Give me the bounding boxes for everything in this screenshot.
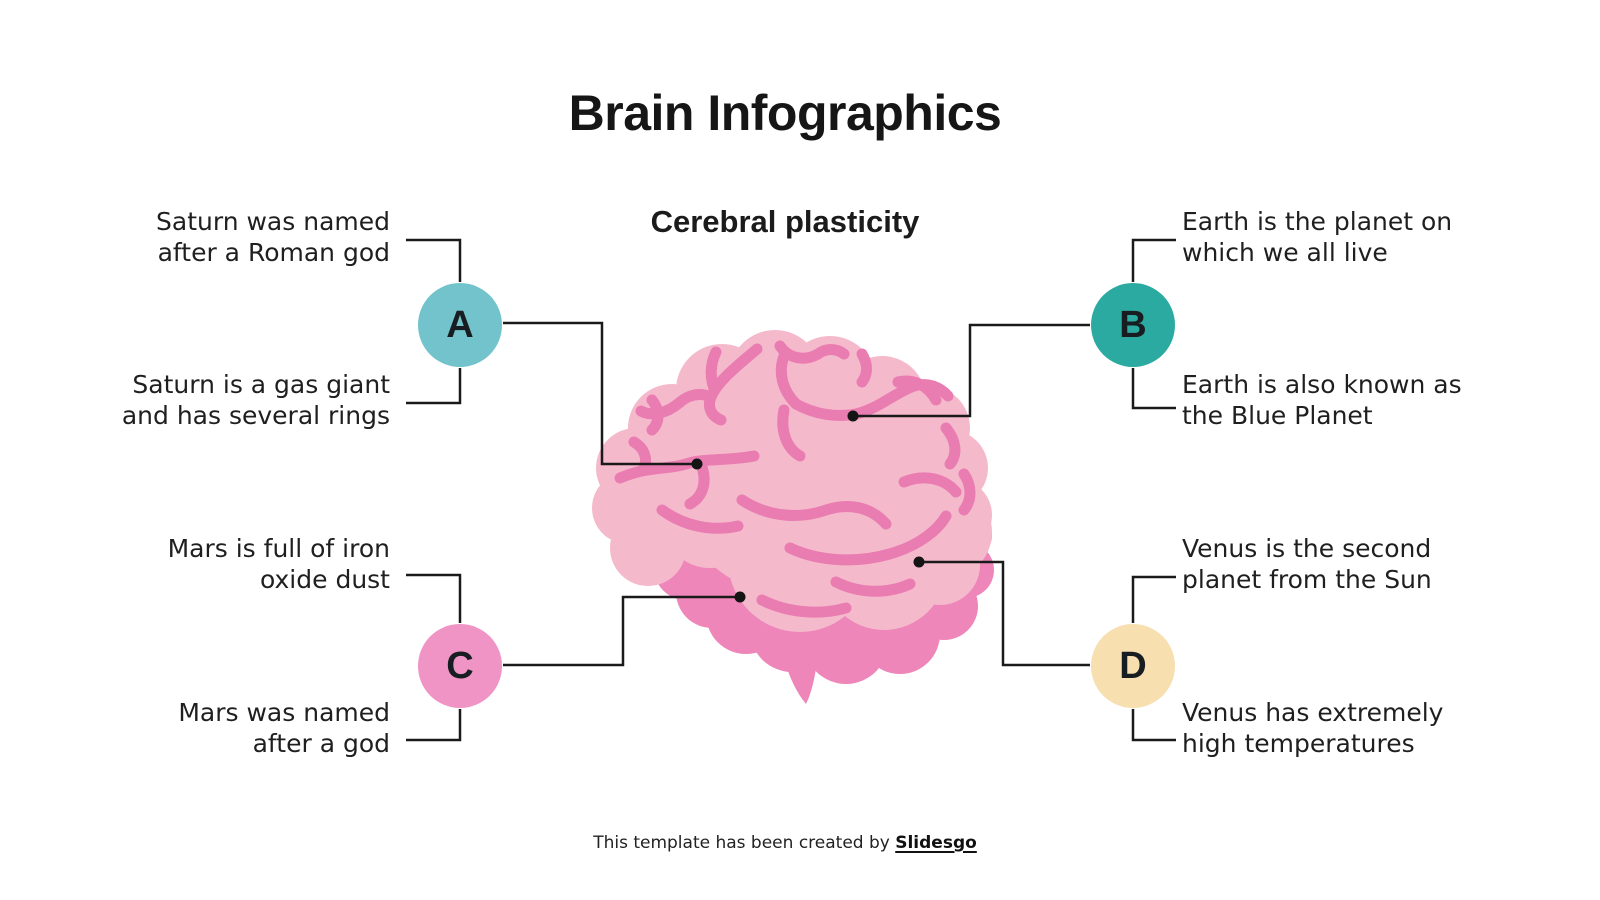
node-label-d: D bbox=[1119, 644, 1147, 687]
connector-c-top bbox=[406, 573, 462, 623]
anchor-dot-a bbox=[691, 458, 703, 470]
node-label-a: A bbox=[446, 303, 474, 346]
fact-b-top: Earth is the planet on which we all live bbox=[1182, 207, 1453, 267]
connector-a-brain bbox=[503, 321, 692, 466]
connector-c-brain bbox=[503, 595, 735, 667]
node-circle-a: A bbox=[418, 283, 502, 367]
node-label-b: B bbox=[1119, 303, 1147, 346]
footer-credit: This template has been created by Slides… bbox=[0, 833, 1570, 853]
page-title: Brain Infographics bbox=[568, 85, 1002, 141]
anchor-dots bbox=[691, 410, 925, 603]
connector-d-top bbox=[1131, 575, 1176, 623]
brain-illustration bbox=[592, 330, 994, 704]
node-circle-c: C bbox=[418, 624, 502, 708]
connector-a-top bbox=[406, 238, 462, 282]
connectors bbox=[406, 238, 1176, 742]
slidesgo-link[interactable]: Slidesgo bbox=[895, 833, 977, 853]
connector-b-top bbox=[1131, 238, 1176, 282]
subtitle: Cerebral plasticity bbox=[650, 204, 920, 239]
node-circle-d: D bbox=[1091, 624, 1175, 708]
fact-a-top: Saturn was named after a Roman god bbox=[156, 207, 390, 267]
brain-folds bbox=[614, 340, 976, 618]
fact-d-bottom: Venus has extremely high temperatures bbox=[1182, 698, 1444, 758]
connector-d-brain bbox=[924, 560, 1090, 667]
node-label-c: C bbox=[446, 644, 474, 687]
fact-b-bottom: Earth is also known as the Blue Planet bbox=[1182, 370, 1462, 430]
anchor-dot-d bbox=[913, 556, 925, 568]
anchor-dot-c bbox=[734, 591, 746, 603]
footer-credit-text: This template has been created by bbox=[593, 833, 896, 853]
fact-d-top: Venus is the second planet from the Sun bbox=[1182, 534, 1432, 594]
anchor-dot-b bbox=[847, 410, 859, 422]
connector-d-bottom bbox=[1131, 709, 1176, 742]
connector-c-bottom bbox=[406, 709, 462, 742]
fact-a-bottom: Saturn is a gas giant and has several ri… bbox=[121, 370, 390, 430]
fact-c-top: Mars is full of iron oxide dust bbox=[167, 534, 390, 594]
fact-c-bottom: Mars was named after a god bbox=[178, 698, 390, 758]
connector-a-bottom bbox=[406, 368, 462, 405]
connector-b-brain bbox=[858, 323, 1090, 418]
connector-b-bottom bbox=[1131, 368, 1176, 410]
node-circle-b: B bbox=[1091, 283, 1175, 367]
